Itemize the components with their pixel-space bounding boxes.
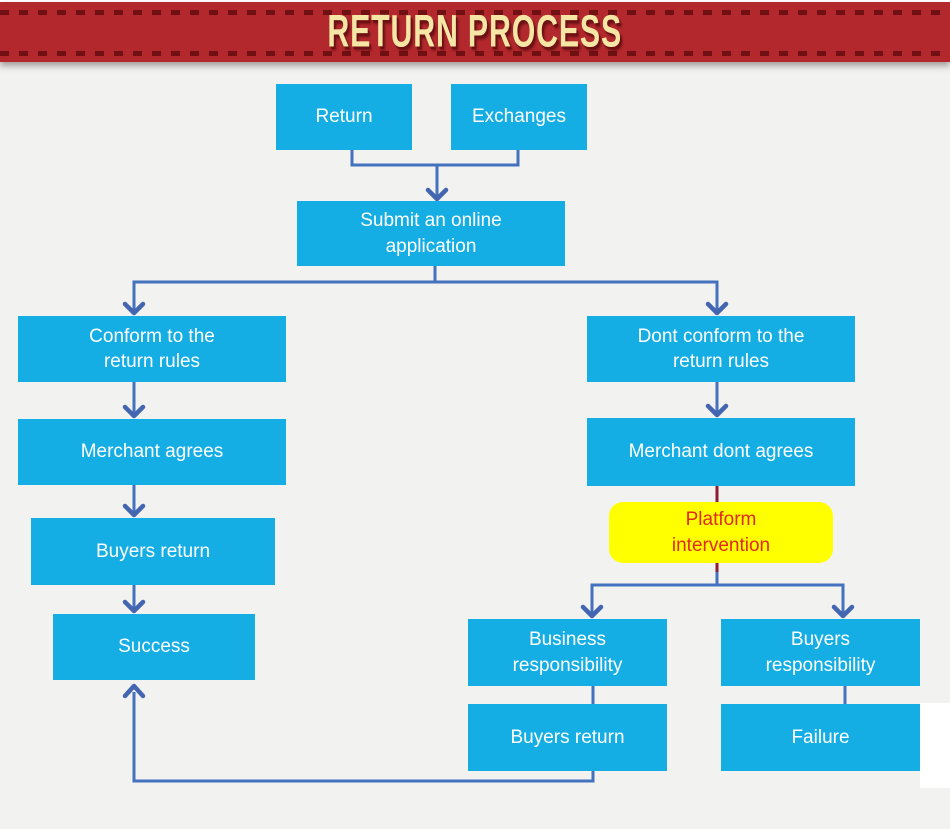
blue-connectors: [132, 150, 847, 783]
node-failure: Failure: [721, 704, 920, 771]
node-success: Success: [53, 614, 255, 680]
arrow-down-icon: [831, 604, 855, 619]
node-buyers-responsibility: Buyers responsibility: [721, 619, 920, 686]
title-banner: RETURN PROCESS: [0, 2, 950, 62]
node-business-responsibility: Business responsibility: [468, 619, 667, 686]
node-platform-intervention: Platform intervention: [609, 502, 833, 563]
top-strip: [0, 0, 950, 2]
node-buyers-return: Buyers return: [31, 518, 275, 585]
node-conform-rules: Conform to the return rules: [18, 316, 286, 382]
arrow-down-icon: [425, 187, 449, 202]
node-merchant-agrees: Merchant agrees: [18, 419, 286, 485]
node-merchant-dont-agrees: Merchant dont agrees: [587, 418, 855, 486]
node-dont-conform-rules: Dont conform to the return rules: [587, 316, 855, 382]
white-patch: [920, 703, 950, 788]
arrow-down-icon: [705, 301, 729, 316]
node-submit-application: Submit an online application: [297, 201, 565, 266]
banner-dashed-line-bottom: [0, 51, 950, 56]
arrow-down-icon: [122, 301, 146, 316]
arrow-down-icon: [580, 604, 604, 619]
node-exchanges: Exchanges: [451, 84, 587, 150]
banner-dashed-line-top: [0, 10, 950, 15]
arrow-up-icon: [122, 683, 146, 699]
node-buyers-return: Buyers return: [468, 704, 667, 771]
page-title: RETURN PROCESS: [327, 6, 623, 57]
arrowheads: [122, 187, 855, 699]
arrow-down-icon: [122, 404, 146, 419]
arrow-down-icon: [122, 503, 146, 518]
connector-loop-to-success: [132, 692, 595, 783]
node-return: Return: [276, 84, 412, 150]
connector-main-branch: [132, 280, 719, 310]
connector-sub-branch: [590, 583, 845, 613]
arrow-down-icon: [705, 403, 729, 418]
arrow-down-icon: [122, 599, 146, 614]
